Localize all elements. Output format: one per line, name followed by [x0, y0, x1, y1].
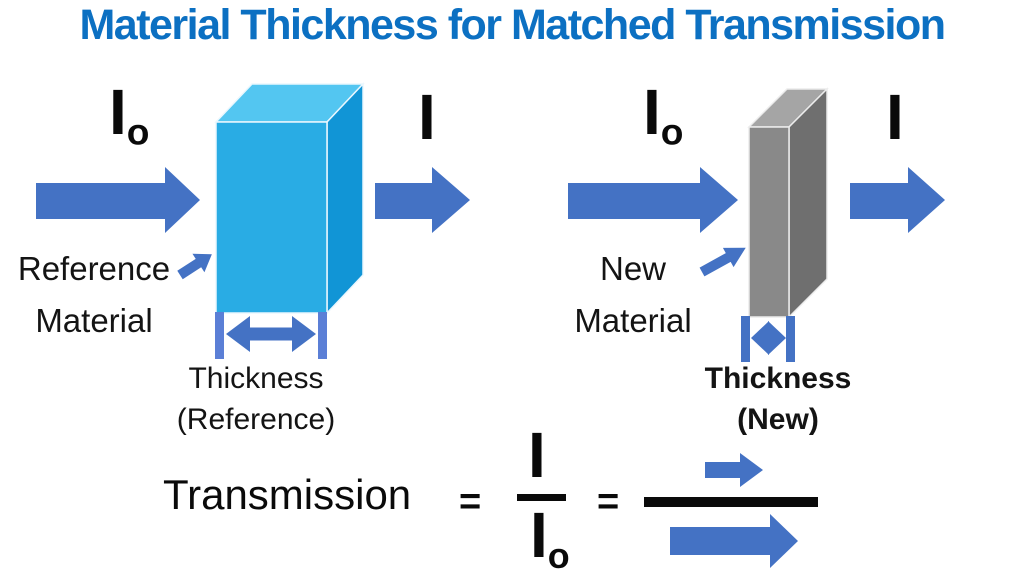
- reference-material-line1: Reference: [17, 250, 171, 287]
- reference-thickness-line1: Thickness: [188, 362, 324, 395]
- intensity-subscript: o: [126, 110, 150, 153]
- large-incident-arrow-denominator: [670, 514, 798, 568]
- incident-beam-arrow-right: [568, 167, 738, 233]
- intensity-symbol: I: [643, 76, 661, 148]
- incident-intensity-label-left: Io: [109, 80, 149, 150]
- intensity-subscript: o: [547, 535, 570, 576]
- reference-thickness-tick-left: [215, 312, 224, 359]
- equation-equals-2: =: [597, 481, 620, 523]
- intensity-symbol: I: [886, 81, 904, 153]
- transmission-equation-lhs: Transmission: [163, 471, 412, 518]
- fraction-bar-arrows: [644, 497, 818, 507]
- new-material-label: New Material: [549, 243, 717, 347]
- new-thickness-arrowhead-left: [751, 321, 769, 355]
- reference-thickness-line2: (Reference): [176, 403, 336, 437]
- new-thickness-tick-left: [741, 316, 750, 362]
- reference-box-front-face: [215, 121, 328, 314]
- transmitted-intensity-label-left: I: [418, 85, 436, 149]
- reference-pointer-arrow: [177, 253, 212, 280]
- equation-equals-1: =: [459, 481, 482, 523]
- small-transmitted-arrow-numerator: [705, 453, 763, 487]
- incident-beam-arrow-left: [36, 167, 200, 233]
- new-material-line1: New: [599, 250, 667, 287]
- transmitted-beam-arrow-right: [850, 167, 945, 233]
- transmitted-beam-arrow-left: [375, 167, 470, 233]
- reference-box-side-face: [326, 82, 364, 315]
- reference-thickness-label: Thickness (Reference): [150, 358, 362, 440]
- new-thickness-tick-right: [786, 316, 795, 362]
- intensity-symbol: I: [530, 499, 548, 571]
- new-box-front-face: [748, 126, 790, 318]
- new-thickness-label: Thickness (New): [700, 358, 856, 440]
- reference-material-line2: Material: [35, 302, 153, 340]
- equation-numerator-I: I: [528, 423, 546, 487]
- intensity-symbol: I: [109, 76, 127, 148]
- intensity-symbol: I: [528, 419, 546, 491]
- new-box-side-face: [788, 87, 828, 319]
- intensity-subscript: o: [660, 110, 684, 153]
- reference-material-label: Reference Material: [0, 243, 188, 347]
- equation-denominator-I0: Io: [530, 503, 570, 574]
- intensity-symbol: I: [418, 81, 436, 153]
- fraction-bar-intensity: [517, 494, 566, 501]
- reference-thickness-double-arrow: [226, 316, 316, 352]
- transmitted-intensity-label-right: I: [886, 85, 904, 149]
- new-thickness-line2: (New): [737, 403, 819, 437]
- reference-thickness-tick-right: [318, 312, 327, 359]
- new-thickness-line1: Thickness: [704, 362, 852, 395]
- new-material-line2: Material: [574, 302, 692, 340]
- new-thickness-arrowhead-right: [768, 321, 786, 355]
- slide-title: Material Thickness for Matched Transmiss…: [79, 1, 946, 49]
- incident-intensity-label-right: Io: [643, 80, 683, 150]
- new-pointer-arrow: [699, 247, 746, 277]
